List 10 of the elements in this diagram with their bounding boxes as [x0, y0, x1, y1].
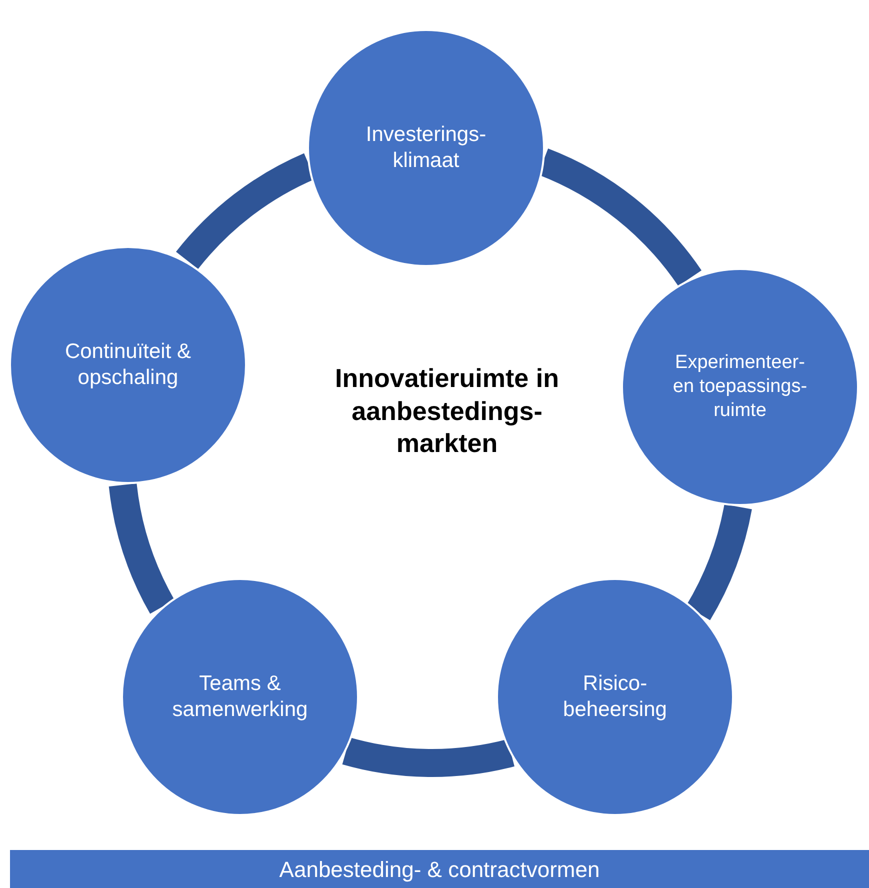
topic-text: Investerings- klimaat — [364, 122, 488, 174]
topic-text: Teams & samenwerking — [171, 670, 309, 723]
center-title: Innovatieruimte in aanbestedings- markten — [334, 362, 560, 460]
ring-segment — [343, 737, 514, 777]
topic-text: Risico- beheersing — [562, 670, 668, 723]
ring-segment — [686, 504, 752, 620]
ring-segment — [108, 482, 175, 614]
banner-bar: Aanbesteding- & contractvormen — [10, 850, 869, 888]
topic-text: Experimenteer- en toepassings- ruimte — [672, 351, 808, 423]
topic-text: Continuïteit & opschaling — [64, 338, 192, 391]
